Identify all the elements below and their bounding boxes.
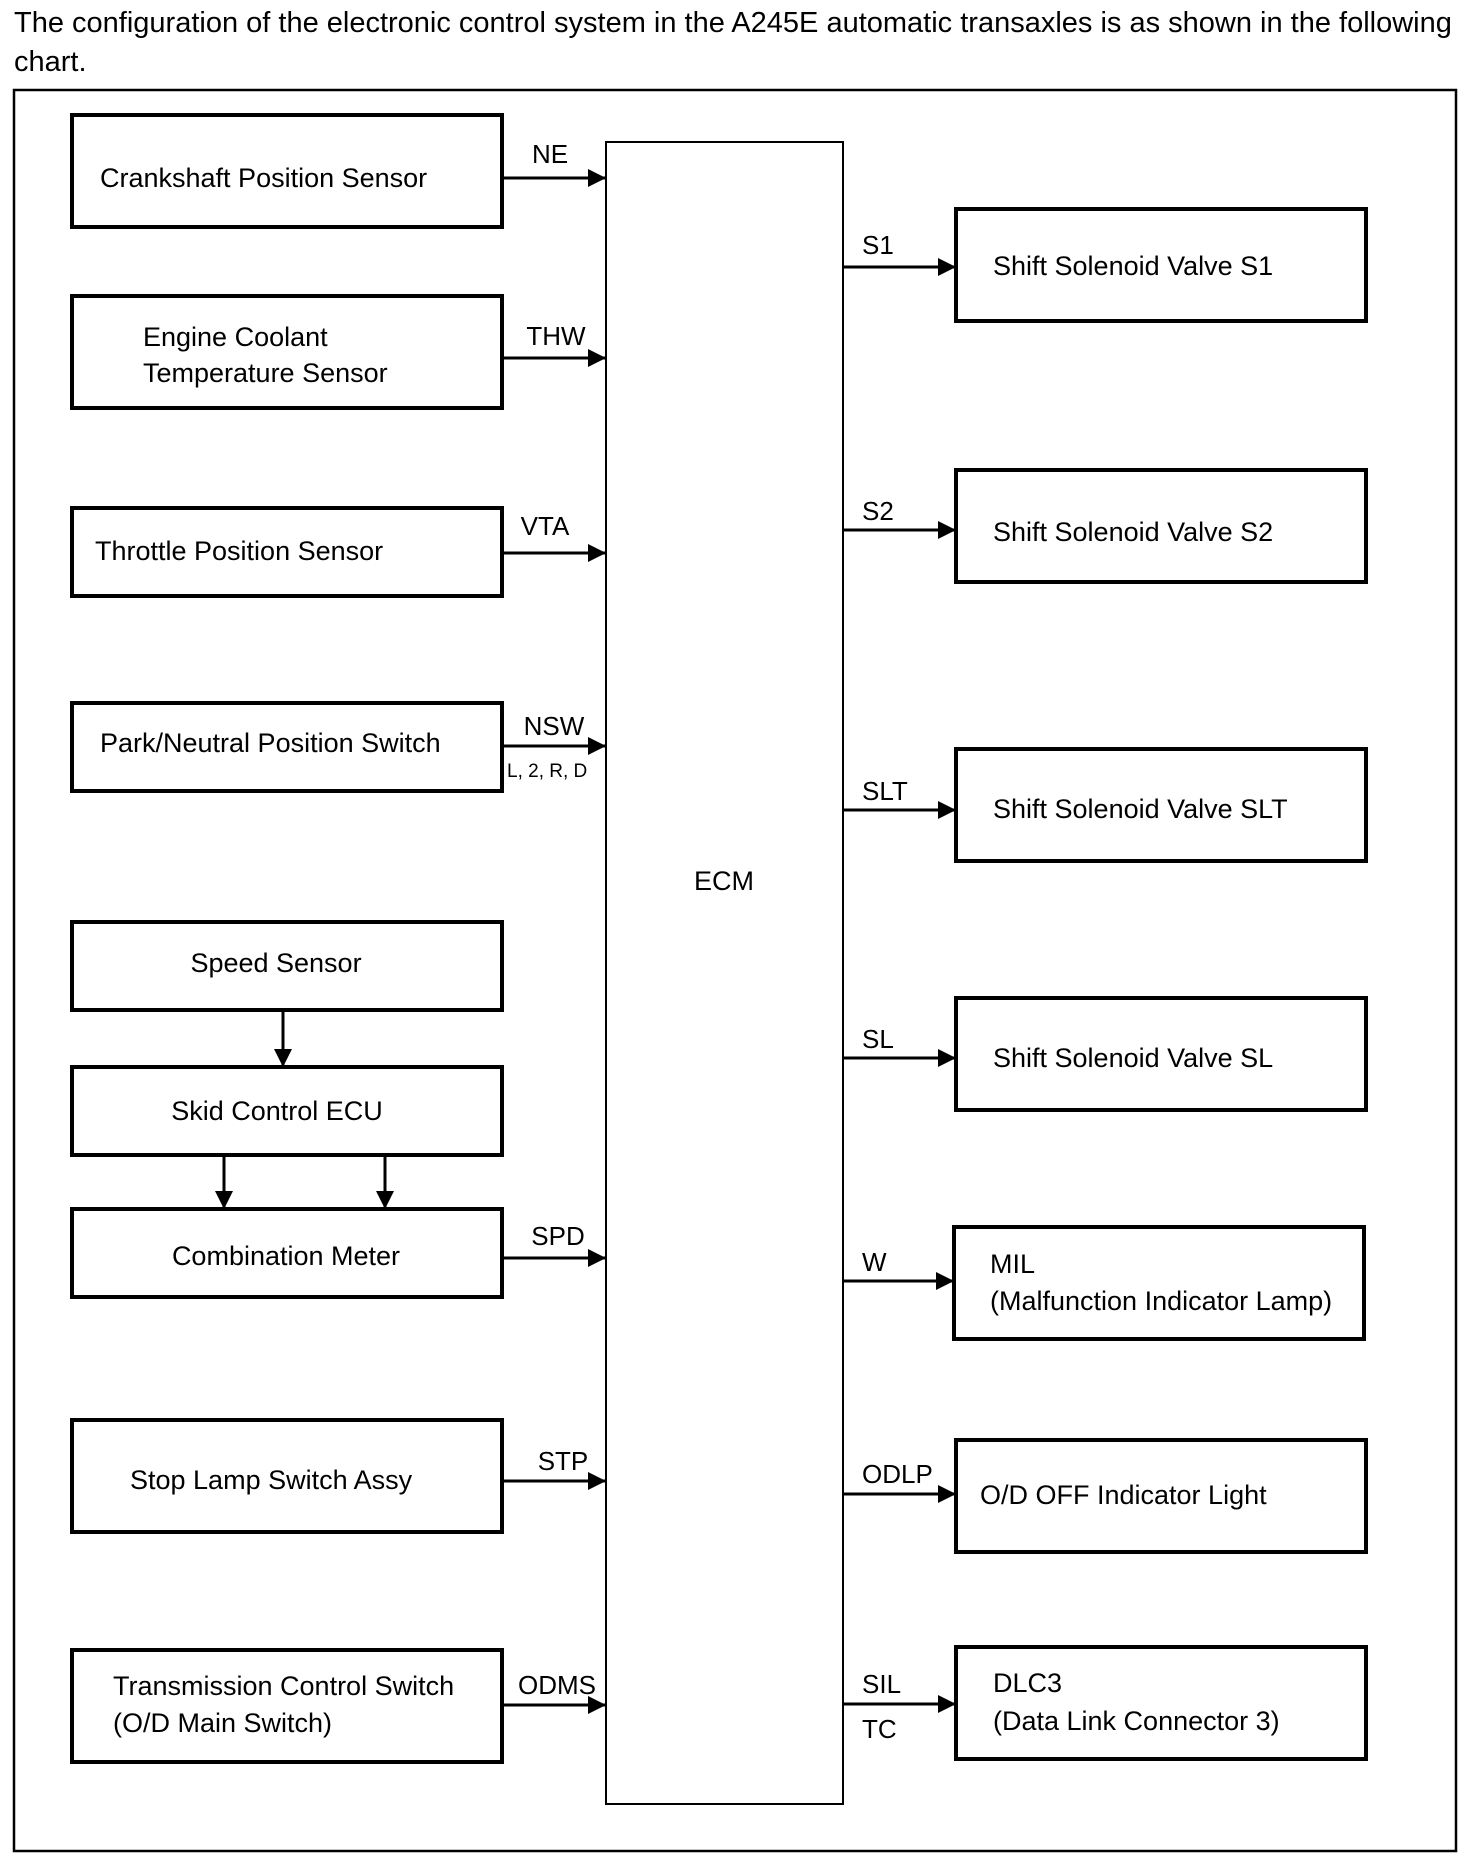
od-off-indicator-light: O/D OFF Indicator Light [954,1438,1368,1554]
skid-control-ecu-label: Skid Control ECU [171,1096,383,1126]
transmission-control-switch-label-line1: Transmission Control Switch [113,1671,454,1701]
sl-signal-label: SL [862,1024,894,1054]
engine-coolant-temperature-sensor: Engine Coolant Temperature Sensor [70,294,504,410]
shift-solenoid-slt-label: Shift Solenoid Valve SLT [993,794,1288,824]
odms-signal-label: ODMS [518,1670,596,1700]
speed-sensor: Speed Sensor [70,920,504,1012]
stop-lamp-switch-assy: Stop Lamp Switch Assy [70,1418,504,1534]
throttle-position-sensor: Throttle Position Sensor [70,506,504,598]
transmission-control-switch: Transmission Control Switch (O/D Main Sw… [70,1648,504,1764]
dlc3-label-line1: DLC3 [993,1668,1062,1698]
coolant-sensor-label-line2: Temperature Sensor [143,358,388,388]
shift-solenoid-s1-label: Shift Solenoid Valve S1 [993,251,1273,281]
speed-sensor-label: Speed Sensor [190,948,361,978]
stop-lamp-switch-label: Stop Lamp Switch Assy [130,1465,413,1495]
shift-solenoid-valve-s1: Shift Solenoid Valve S1 [954,207,1368,323]
shift-solenoid-s2-label: Shift Solenoid Valve S2 [993,517,1273,547]
malfunction-indicator-lamp: MIL (Malfunction Indicator Lamp) [952,1225,1366,1341]
ecm-block [605,141,844,1805]
vta-signal-label: VTA [521,511,570,541]
slt-signal-label: SLT [862,776,908,806]
intro-text: The configuration of the electronic cont… [14,7,1452,78]
combination-meter: Combination Meter [70,1207,504,1299]
coolant-sensor-label-line1: Engine Coolant [143,322,328,352]
spd-signal-label: SPD [531,1221,584,1251]
shift-solenoid-valve-s2: Shift Solenoid Valve S2 [954,468,1368,584]
s1-signal-label: S1 [862,230,894,260]
thw-signal-label: THW [526,321,586,351]
transmission-control-switch-label-line2: (O/D Main Switch) [113,1708,332,1738]
mil-label-line2: (Malfunction Indicator Lamp) [990,1286,1332,1316]
w-signal-label: W [862,1247,887,1277]
ecm-label: ECM [694,866,754,896]
data-link-connector-3: DLC3 (Data Link Connector 3) [954,1645,1368,1761]
ne-signal-label: NE [532,139,568,169]
shift-solenoid-valve-slt: Shift Solenoid Valve SLT [954,747,1368,863]
park-neutral-switch-label: Park/Neutral Position Switch [100,728,441,758]
od-off-indicator-label: O/D OFF Indicator Light [980,1480,1267,1510]
sil-signal-label: SIL [862,1669,901,1699]
tc-signal-label: TC [862,1714,897,1744]
dlc3-label-line2: (Data Link Connector 3) [993,1706,1280,1736]
crankshaft-position-sensor: Crankshaft Position Sensor [70,113,504,229]
crankshaft-sensor-label: Crankshaft Position Sensor [100,163,427,193]
mil-label-line1: MIL [990,1249,1035,1279]
nsw-range-label: L, 2, R, D [507,761,587,782]
skid-control-ecu: Skid Control ECU [70,1065,504,1157]
odlp-signal-label: ODLP [862,1459,933,1489]
nsw-signal-label: NSW [524,711,585,741]
s2-signal-label: S2 [862,496,894,526]
diagram-frame [12,88,1458,1853]
throttle-sensor-label: Throttle Position Sensor [95,536,383,566]
combination-meter-label: Combination Meter [172,1241,400,1271]
shift-solenoid-valve-sl: Shift Solenoid Valve SL [954,996,1368,1112]
stp-signal-label: STP [538,1446,589,1476]
park-neutral-position-switch: Park/Neutral Position Switch [70,701,504,793]
shift-solenoid-sl-label: Shift Solenoid Valve SL [993,1043,1273,1073]
